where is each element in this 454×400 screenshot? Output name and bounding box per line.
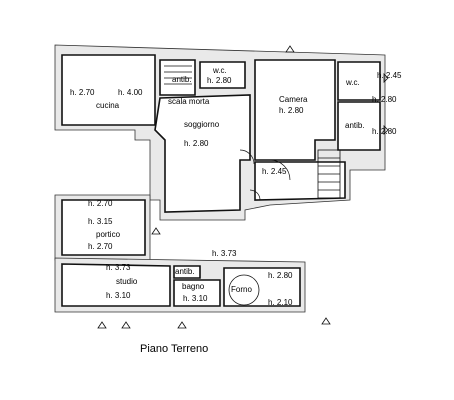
entry-arrow-icon bbox=[383, 125, 389, 135]
label-studio-h1: h. 3.73 bbox=[106, 263, 131, 272]
label-right-h3: h. 2.80 bbox=[372, 127, 397, 136]
label-cucina-h1: h. 2.70 bbox=[70, 88, 95, 97]
label-wc-top: w.c. bbox=[213, 66, 227, 75]
label-portico-h1: h. 2.70 bbox=[88, 199, 113, 208]
room-studio bbox=[61, 263, 171, 307]
label-wc-right: w.c. bbox=[346, 78, 360, 87]
label-camera: Camera bbox=[279, 95, 308, 104]
room-wc-right bbox=[337, 61, 381, 101]
entry-arrow-icon bbox=[383, 73, 389, 83]
room-wc-top bbox=[199, 61, 246, 89]
entry-arrow-icon bbox=[121, 321, 131, 329]
label-portico: portico bbox=[96, 230, 121, 239]
stair-top bbox=[164, 65, 192, 85]
label-cucina-h2: h. 4.00 bbox=[118, 88, 143, 97]
label-antib-right: antib. bbox=[345, 121, 365, 130]
room-stair-hall bbox=[254, 161, 346, 201]
label-forno-h2: h. 2.10 bbox=[268, 298, 293, 307]
label-portico-h3: h. 2.70 bbox=[88, 242, 113, 251]
label-camera-h: h. 2.80 bbox=[279, 106, 304, 115]
label-forno: Forno bbox=[231, 285, 252, 294]
label-studio: studio bbox=[116, 277, 138, 286]
label-antib-bagno: antib. bbox=[175, 267, 195, 276]
room-soggiorno bbox=[154, 94, 251, 213]
label-top-h: h. 3.73 bbox=[212, 249, 237, 258]
label-studio-h2: h. 3.10 bbox=[106, 291, 131, 300]
forno-oven bbox=[228, 274, 260, 306]
entry-arrow-icon bbox=[177, 321, 187, 329]
room-bagno bbox=[173, 279, 221, 307]
label-bagno-h: h. 3.10 bbox=[183, 294, 208, 303]
door-swing bbox=[249, 189, 261, 201]
room-forno bbox=[223, 267, 301, 307]
entry-arrow-icon bbox=[285, 45, 295, 53]
label-cucina: cucina bbox=[96, 101, 120, 110]
label-bagno: bagno bbox=[182, 282, 205, 291]
label-scala-antib: antib. bbox=[172, 75, 192, 84]
stair-right bbox=[317, 149, 341, 199]
room-portico bbox=[61, 199, 146, 256]
room-camera bbox=[254, 59, 336, 161]
door-swing bbox=[269, 159, 291, 181]
entry-arrow-icon bbox=[151, 227, 161, 235]
label-wc-top-h: h. 2.80 bbox=[207, 76, 232, 85]
label-forno-h1: h. 2.80 bbox=[268, 271, 293, 280]
room-antib-bagno bbox=[173, 265, 201, 279]
door-swing bbox=[239, 149, 255, 165]
label-portico-h2: h. 3.15 bbox=[88, 217, 113, 226]
label-soggiorno: soggiorno bbox=[184, 120, 220, 129]
label-scala-morta: scala morta bbox=[168, 97, 210, 106]
room-scala bbox=[159, 59, 196, 96]
label-right-h1: h. 2.45 bbox=[377, 71, 402, 80]
room-antib-right bbox=[337, 101, 381, 151]
entry-arrow-icon bbox=[321, 317, 331, 325]
plan-title: Piano Terreno bbox=[140, 343, 209, 355]
entry-arrow-icon bbox=[97, 321, 107, 329]
label-soggiorno-h: h. 2.80 bbox=[184, 139, 209, 148]
label-stair-h: h. 2.45 bbox=[262, 167, 287, 176]
label-right-h2: h. 2.80 bbox=[372, 95, 397, 104]
